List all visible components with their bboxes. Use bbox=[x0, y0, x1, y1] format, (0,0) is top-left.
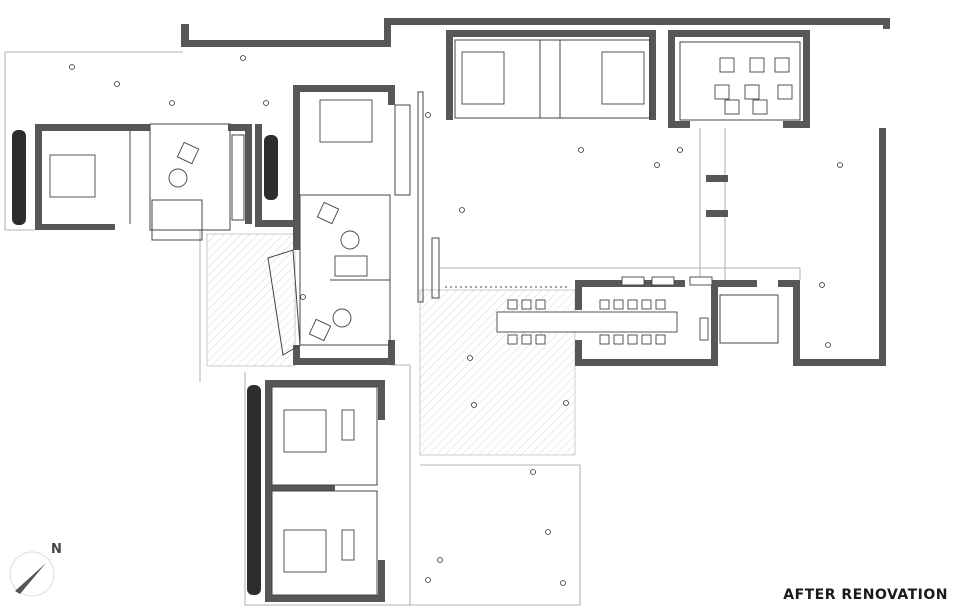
north-label: N bbox=[51, 542, 62, 557]
bed bbox=[283, 409, 327, 453]
bed bbox=[283, 529, 327, 573]
dining-table bbox=[496, 311, 678, 333]
walls bbox=[35, 18, 890, 602]
planting bbox=[12, 130, 278, 595]
furniture bbox=[49, 51, 793, 573]
bed bbox=[601, 51, 645, 105]
bed bbox=[461, 51, 505, 105]
ceiling-lights bbox=[69, 55, 843, 586]
bed bbox=[319, 99, 373, 143]
north-arrow-icon bbox=[9, 551, 55, 597]
deck-hatch-west bbox=[206, 233, 296, 367]
site-outline bbox=[4, 51, 801, 606]
drawing-title: AFTER RENOVATION bbox=[783, 587, 948, 603]
bed bbox=[49, 154, 96, 198]
interior-lines bbox=[129, 39, 801, 596]
